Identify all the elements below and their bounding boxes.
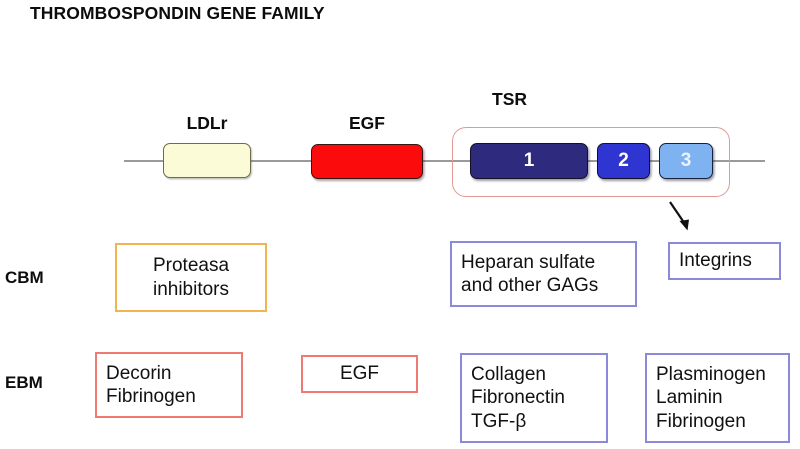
box-line: Heparan sulfate [461,251,596,273]
box-line: EGF [339,363,380,385]
box-line: TGF-β [471,410,527,432]
box-line: Fibrinogen [656,410,746,432]
box-line: Plasminogen [656,364,766,386]
box-line: Integrins [679,250,752,272]
cbm-row-label: CBM [5,268,44,287]
box-line: Proteasa [152,255,230,277]
ldlr-domain-box[interactable] [163,143,251,178]
ebm-decorin-fibrinogen-box[interactable]: Decorin Fibrinogen [95,352,243,418]
cbm-protease-inhibitors-box[interactable]: Proteasa inhibitors [115,243,267,312]
box-line: Fibrinogen [106,386,196,407]
ebm-plasminogen-box[interactable]: Plasminogen Laminin Fibrinogen [645,353,790,443]
egf-domain-box[interactable] [311,144,423,179]
box-line: and other GAGs [461,275,599,296]
ldlr-domain-label: LDLr [186,113,228,133]
tsr-group-label: TSR [492,89,527,109]
ebm-row-label: EBM [5,373,43,392]
tsr-group-outline [452,127,730,197]
tsr3-to-integrins-arrow [669,201,689,231]
ebm-egf-box[interactable]: EGF [301,355,418,393]
box-line: Decorin [106,362,172,384]
cbm-heparan-sulfate-box[interactable]: Heparan sulfate and other GAGs [450,241,637,307]
protein-backbone-line [124,160,765,162]
cbm-integrins-box[interactable]: Integrins [668,242,781,280]
box-line: Fibronectin [471,387,565,409]
egf-domain-label: EGF [349,113,385,133]
page-title: THROMBOSPONDIN GENE FAMILY [30,3,325,23]
tsr-repeat-2[interactable]: 2 [597,143,650,179]
tsr-repeat-1[interactable]: 1 [470,143,588,179]
box-line: inhibitors [152,278,230,300]
box-line: Laminin [656,387,723,409]
ebm-collagen-box[interactable]: Collagen Fibronectin TGF-β [460,353,608,443]
tsr-repeat-3[interactable]: 3 [659,143,713,179]
box-line: Collagen [471,364,546,386]
